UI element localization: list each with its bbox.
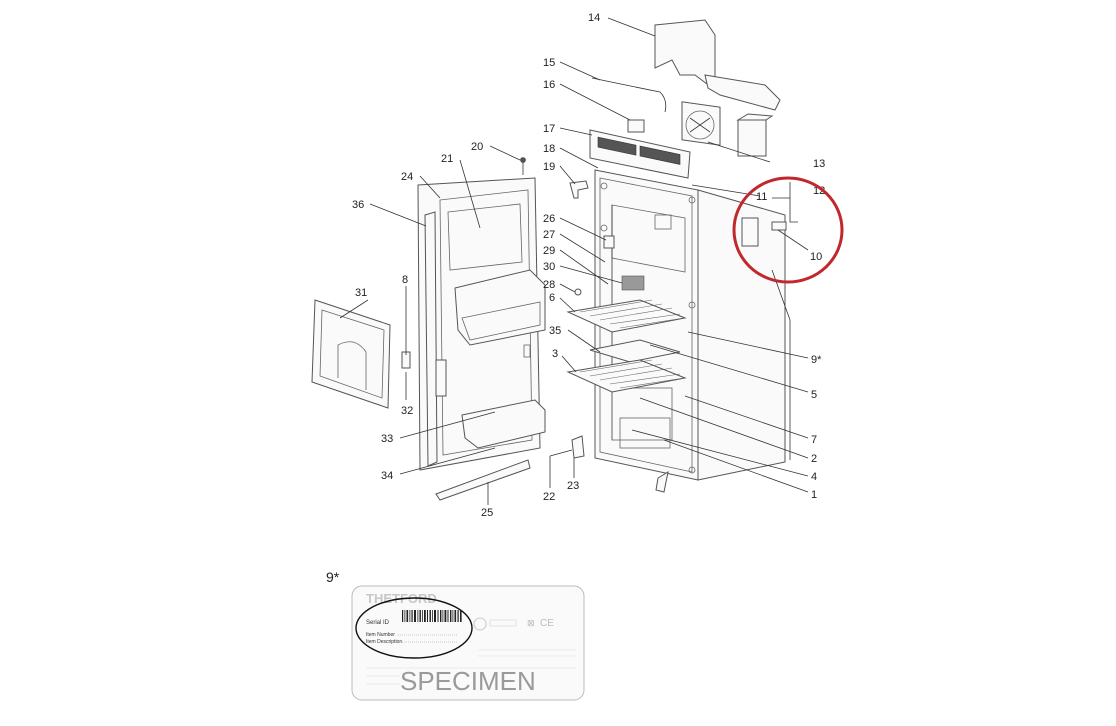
plate-item-description-label: Item Description: [366, 639, 402, 645]
callout-36: 36: [352, 199, 364, 211]
callout-31: 31: [355, 287, 367, 299]
callout-11: 11: [756, 191, 767, 203]
clip-part: [574, 288, 582, 296]
thermostat-part: [741, 217, 759, 247]
callout-10: 10: [810, 251, 822, 263]
callout-16: 16: [543, 79, 555, 91]
control-panel-part: [589, 129, 691, 179]
callout-28: 28: [543, 279, 555, 291]
callout-21: 21: [441, 153, 453, 165]
callout-18: 18: [543, 143, 555, 155]
rating-label-part: [621, 275, 645, 291]
small-connector-part: [771, 221, 787, 231]
callout-17: 17: [543, 123, 555, 135]
highlight-circle: [732, 176, 844, 284]
top-cover-part: [654, 19, 781, 111]
serial-highlight-ellipse: [355, 597, 473, 659]
door-stop-part: [655, 470, 669, 493]
leader-lines: [339, 17, 809, 505]
weee-bin-icon: ⊠: [527, 618, 535, 628]
callout-27: 27: [543, 229, 555, 241]
callout-7: 7: [811, 434, 817, 446]
door-assembly: [417, 177, 546, 471]
callout-26: 26: [543, 213, 555, 225]
decor-panel-part: [311, 299, 391, 409]
upper-shelf-part: [566, 299, 687, 333]
barcode: [402, 610, 462, 622]
control-box-part: [627, 119, 645, 133]
bottom-hinge-part: [571, 435, 585, 459]
callout-14: 14: [588, 12, 600, 24]
callout-2: 2: [811, 453, 817, 465]
callout-34: 34: [381, 470, 393, 482]
callout-8: 8: [402, 274, 408, 286]
callout-6: 6: [549, 292, 555, 304]
callout-29: 29: [543, 245, 555, 257]
callout-5: 5: [811, 389, 817, 401]
fan-part: [681, 101, 721, 146]
lower-shelf-part: [566, 359, 687, 393]
callout-15: 15: [543, 57, 555, 69]
plate-heading: 9*: [326, 569, 340, 585]
serial-plate: 9* THETFORD Serial ID Item Number Item D…: [326, 569, 585, 701]
cable-part: [591, 77, 667, 113]
callout-20: 20: [471, 141, 483, 153]
plate-item-number-label: Item Number: [366, 632, 395, 638]
plate-serial-label: Serial ID: [366, 620, 390, 626]
callout-3: 3: [552, 348, 558, 360]
callout-1: 1: [811, 489, 817, 501]
cert-mark-icon: [473, 617, 487, 631]
callout-30: 30: [543, 261, 555, 273]
glass-shelf-part: [589, 339, 681, 363]
callout-35: 35: [549, 325, 561, 337]
door-bottom-bar-part: [435, 459, 531, 501]
plate-watermark: SPECIMEN: [400, 666, 536, 696]
callout-25: 25: [481, 507, 493, 519]
top-hinge-part: [569, 180, 589, 199]
callout-33: 33: [381, 433, 393, 445]
callout-32: 32: [401, 405, 413, 417]
callout-24: 24: [401, 171, 413, 183]
electronics-box-part: [736, 113, 774, 157]
plate-ce-mark: CE: [540, 618, 554, 629]
callout-22: 22: [543, 491, 555, 503]
callout-23: 23: [567, 480, 579, 492]
sensor-part: [789, 182, 798, 223]
callout-19: 19: [543, 161, 555, 173]
callout-labels: 14 15 16 17 18 19 20 21 24 36 26 27 29 3…: [352, 12, 825, 519]
bracket-part: [603, 235, 615, 249]
callout-9star: 9*: [811, 354, 822, 366]
callout-13: 13: [813, 158, 825, 170]
callout-4: 4: [811, 471, 817, 483]
